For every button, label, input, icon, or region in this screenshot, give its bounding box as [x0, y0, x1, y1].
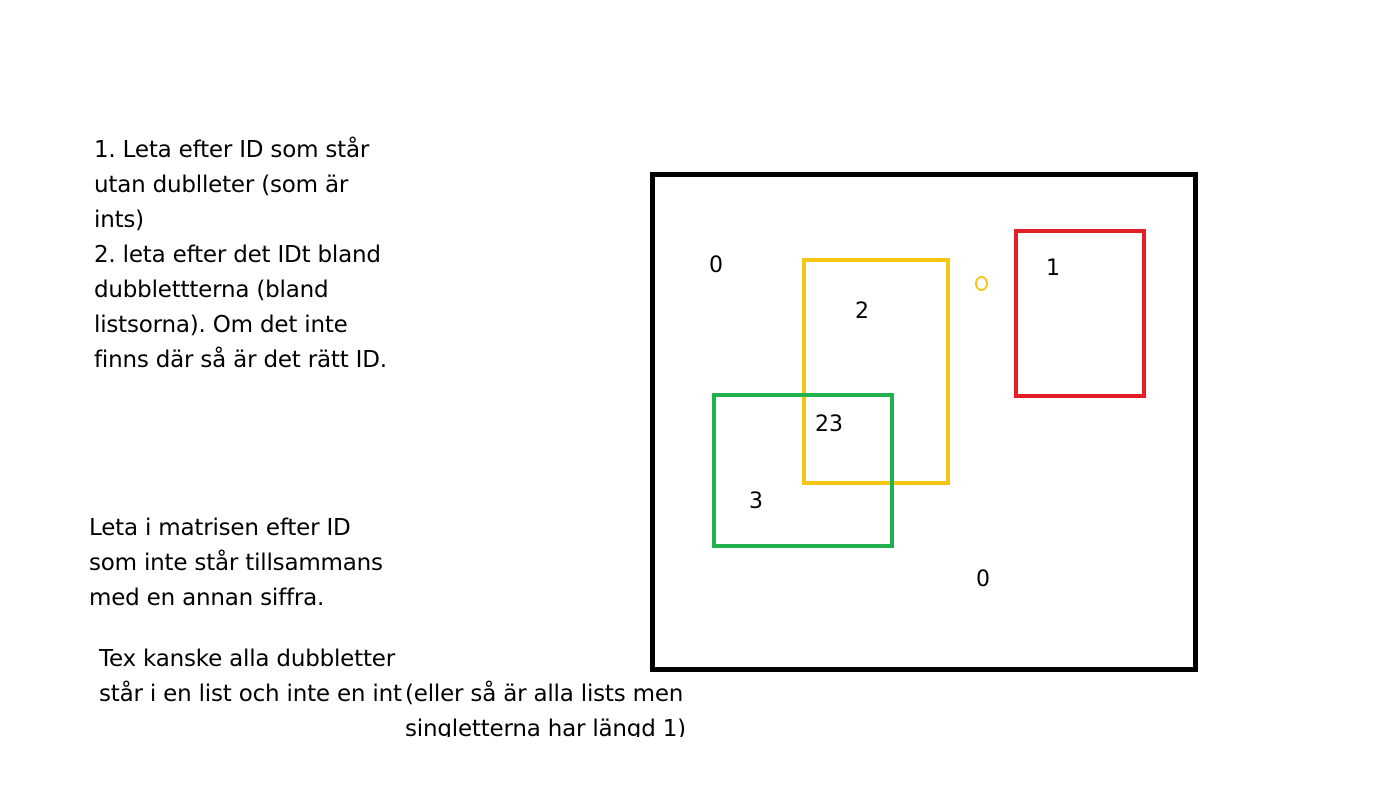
label-yellow-set: 2	[855, 299, 869, 324]
green-set-box	[712, 393, 894, 548]
matrix-frame	[650, 172, 1198, 672]
instructions-steps: 1. Leta efter ID som står utan dublleter…	[94, 137, 387, 373]
matrix-hint: Leta i matrisen efter ID som inte står t…	[89, 515, 383, 611]
label-red-set: 1	[1046, 256, 1060, 281]
yellow-set-box	[802, 258, 950, 485]
label-green-set: 3	[749, 489, 763, 514]
label-overlap: 23	[815, 412, 843, 437]
label-zero-top: 0	[709, 253, 723, 278]
label-zero-bottom: 0	[976, 567, 990, 592]
red-set-box	[1014, 229, 1146, 398]
example-note: Tex kanske alla dubbletter står i en lis…	[99, 646, 402, 707]
alternative-note: (eller så är alla lists men singletterna…	[405, 681, 686, 737]
yellow-circle-marker	[975, 276, 988, 291]
